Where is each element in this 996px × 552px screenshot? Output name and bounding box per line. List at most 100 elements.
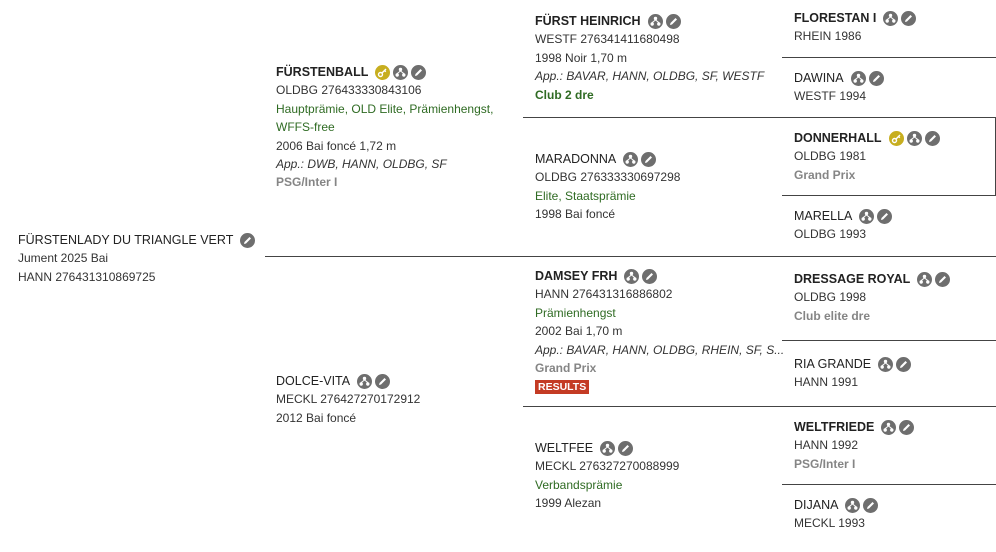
horse-birth: 2006 Bai foncé 1,72 m bbox=[276, 138, 397, 153]
dam-dam-sire: WELTFRIEDE HANN 1992 PSG/Inter I bbox=[794, 418, 915, 473]
horse-awards: Hauptprämie, OLD Elite, Prämienhengst, bbox=[276, 101, 494, 116]
horse-name[interactable]: WELTFRIEDE bbox=[794, 420, 875, 434]
family-tree-icon[interactable] bbox=[623, 151, 639, 167]
horse-registration: MECKL 276427270172912 bbox=[276, 392, 421, 407]
horse-level: Club elite dre bbox=[794, 308, 871, 323]
family-tree-icon[interactable] bbox=[624, 268, 640, 284]
pencil-icon[interactable] bbox=[877, 208, 893, 224]
horse-name[interactable]: DRESSAGE ROYAL bbox=[794, 272, 911, 286]
horse-registration: HANN 276431310869725 bbox=[18, 269, 156, 284]
pencil-icon[interactable] bbox=[411, 64, 427, 80]
horse-name[interactable]: DAMSEY FRH bbox=[535, 269, 618, 283]
sire-dam-sire: DONNERHALL OLDBG 1981 Grand Prix bbox=[794, 129, 940, 184]
dam-sire-sire: DRESSAGE ROYAL OLDBG 1998 Club elite dre bbox=[794, 270, 951, 325]
sire-sire-sire: FLORESTAN I RHEIN 1986 bbox=[794, 9, 917, 46]
horse-awards: WFFS-free bbox=[276, 120, 335, 135]
horse-info: RHEIN 1986 bbox=[794, 29, 862, 44]
key-icon[interactable] bbox=[375, 64, 391, 80]
horse-level: Club 2 dre bbox=[535, 87, 594, 102]
results-button[interactable]: RESULTS bbox=[535, 380, 590, 395]
horse-birth: 2012 Bai foncé bbox=[276, 410, 357, 425]
pencil-icon[interactable] bbox=[665, 13, 681, 29]
horse-info: MECKL 1993 bbox=[794, 516, 865, 531]
horse-name[interactable]: RIA GRANDE bbox=[794, 357, 872, 371]
sire-sire: FÜRST HEINRICH WESTF 276341411680498 199… bbox=[535, 12, 764, 104]
horse-info: Jument 2025 Bai bbox=[18, 251, 109, 266]
horse-awards: Prämienhengst bbox=[535, 305, 616, 320]
pencil-icon[interactable] bbox=[642, 268, 658, 284]
sire: FÜRSTENBALL OLDBG 276433330843106 Hauptp… bbox=[276, 63, 493, 192]
horse-info: OLDBG 1993 bbox=[794, 227, 867, 242]
horse-info: HANN 1991 bbox=[794, 375, 859, 390]
horse-name[interactable]: DONNERHALL bbox=[794, 131, 882, 145]
family-tree-icon[interactable] bbox=[600, 440, 616, 456]
pencil-icon[interactable] bbox=[899, 419, 915, 435]
horse-name[interactable]: DOLCE-VITA bbox=[276, 374, 351, 388]
dam: DOLCE-VITA MECKL 276427270172912 2012 Ba… bbox=[276, 372, 420, 427]
horse-registration: MECKL 276327270088999 bbox=[535, 459, 680, 474]
family-tree-icon[interactable] bbox=[357, 373, 373, 389]
horse-registration: WESTF 276341411680498 bbox=[535, 32, 680, 47]
family-tree-icon[interactable] bbox=[850, 70, 866, 86]
pencil-icon[interactable] bbox=[863, 497, 879, 513]
key-icon[interactable] bbox=[888, 130, 904, 146]
sire-sire-dam: DAWINA WESTF 1994 bbox=[794, 69, 884, 106]
horse-name[interactable]: MARELLA bbox=[794, 209, 853, 223]
horse-info: HANN 1992 bbox=[794, 438, 859, 453]
pencil-icon[interactable] bbox=[375, 373, 391, 389]
family-tree-icon[interactable] bbox=[881, 419, 897, 435]
pencil-icon[interactable] bbox=[868, 70, 884, 86]
family-tree-icon[interactable] bbox=[859, 208, 875, 224]
family-tree-icon[interactable] bbox=[917, 271, 933, 287]
horse-registration: OLDBG 276433330843106 bbox=[276, 83, 422, 98]
divider bbox=[782, 484, 996, 485]
horse-level: PSG/Inter I bbox=[794, 456, 856, 471]
horse-birth: 1998 Bai foncé bbox=[535, 207, 616, 222]
sire-dam-dam: MARELLA OLDBG 1993 bbox=[794, 207, 893, 244]
horse-info: OLDBG 1998 bbox=[794, 290, 867, 305]
horse-level: Grand Prix bbox=[535, 361, 597, 376]
horse-level: Grand Prix bbox=[794, 167, 856, 182]
pencil-icon[interactable] bbox=[896, 356, 912, 372]
horse-name[interactable]: FÜRST HEINRICH bbox=[535, 14, 641, 28]
horse-approvals: App.: BAVAR, HANN, OLDBG, SF, WESTF bbox=[535, 69, 765, 84]
pencil-icon[interactable] bbox=[935, 271, 951, 287]
pencil-icon[interactable] bbox=[924, 130, 940, 146]
family-tree-icon[interactable] bbox=[878, 356, 894, 372]
divider bbox=[782, 340, 996, 341]
divider bbox=[782, 195, 996, 196]
divider bbox=[782, 57, 996, 58]
horse-name[interactable]: DIJANA bbox=[794, 498, 839, 512]
horse-name[interactable]: MARADONNA bbox=[535, 152, 617, 166]
subject-horse: FÜRSTENLADY DU TRIANGLE VERT Jument 2025… bbox=[18, 231, 256, 286]
dam-dam: WELTFEE MECKL 276327270088999 Verbandspr… bbox=[535, 439, 679, 513]
pencil-icon[interactable] bbox=[240, 232, 256, 248]
dam-dam-dam: DIJANA MECKL 1993 bbox=[794, 496, 879, 533]
pencil-icon[interactable] bbox=[641, 151, 657, 167]
family-tree-icon[interactable] bbox=[906, 130, 922, 146]
horse-approvals: App.: DWB, HANN, OLDBG, SF bbox=[276, 157, 447, 172]
family-tree-icon[interactable] bbox=[393, 64, 409, 80]
dam-sire: DAMSEY FRH HANN 276431316886802 Prämienh… bbox=[535, 267, 784, 396]
pencil-icon[interactable] bbox=[618, 440, 634, 456]
divider bbox=[523, 117, 996, 118]
horse-registration: HANN 276431316886802 bbox=[535, 287, 673, 302]
horse-level: PSG/Inter I bbox=[276, 175, 338, 190]
horse-birth: 1998 Noir 1,70 m bbox=[535, 50, 628, 65]
horse-awards: Verbandsprämie bbox=[535, 477, 623, 492]
family-tree-icon[interactable] bbox=[845, 497, 861, 513]
horse-name[interactable]: FÜRSTENBALL bbox=[276, 65, 369, 79]
divider bbox=[265, 256, 996, 257]
horse-name[interactable]: FLORESTAN I bbox=[794, 11, 877, 25]
horse-name[interactable]: WELTFEE bbox=[535, 441, 594, 455]
horse-name[interactable]: DAWINA bbox=[794, 71, 844, 85]
horse-registration: OLDBG 276333330697298 bbox=[535, 170, 681, 185]
sire-dam: MARADONNA OLDBG 276333330697298 Elite, S… bbox=[535, 150, 680, 224]
horse-birth: 1999 Alezan bbox=[535, 496, 602, 511]
horse-approvals: App.: BAVAR, HANN, OLDBG, RHEIN, SF, S..… bbox=[535, 342, 785, 357]
dam-sire-dam: RIA GRANDE HANN 1991 bbox=[794, 355, 912, 392]
horse-name[interactable]: FÜRSTENLADY DU TRIANGLE VERT bbox=[18, 233, 234, 247]
family-tree-icon[interactable] bbox=[883, 10, 899, 26]
family-tree-icon[interactable] bbox=[647, 13, 663, 29]
pencil-icon[interactable] bbox=[901, 10, 917, 26]
